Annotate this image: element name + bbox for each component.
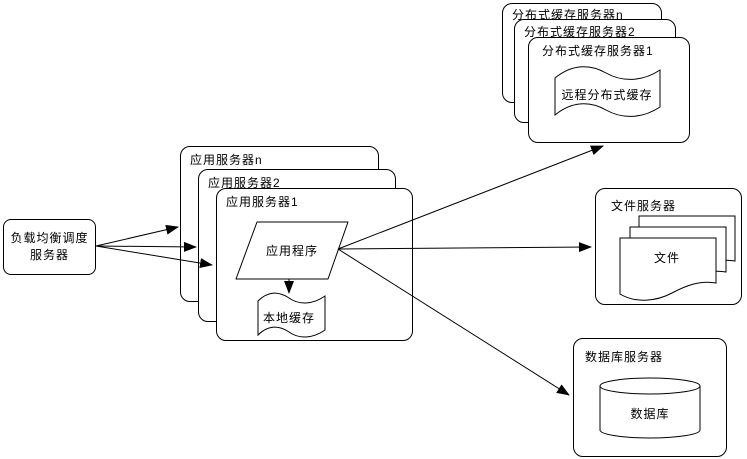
node-label: 分布式缓存服务器2	[524, 25, 636, 39]
label-remote-cache: 远程分布式缓存	[561, 88, 653, 102]
node-label: 负载均衡调度 服务器	[10, 230, 88, 264]
node-load-balancer: 负载均衡调度 服务器	[3, 219, 96, 275]
lb-label-line2: 服务器	[29, 248, 69, 262]
node-file-server: 文件服务器	[595, 188, 742, 305]
label-local-cache: 本地缓存	[262, 311, 315, 325]
node-label: 文件服务器	[611, 199, 677, 213]
node-label: 应用服务器1	[226, 195, 299, 209]
lb-label-line1: 负载均衡调度	[10, 231, 89, 245]
arrow-lb-to-app-server-n	[95, 224, 179, 247]
node-label: 应用服务器n	[190, 153, 263, 167]
label-application: 应用程序	[265, 244, 318, 258]
label-file: 文件	[653, 251, 680, 265]
node-label: 分布式缓存服务器n	[512, 8, 624, 22]
node-label: 分布式缓存服务器1	[542, 44, 654, 58]
node-db-server: 数据库服务器	[573, 338, 727, 457]
node-label: 数据库服务器	[585, 350, 664, 364]
node-label: 应用服务器2	[208, 176, 281, 190]
label-database: 数据库	[630, 407, 670, 421]
